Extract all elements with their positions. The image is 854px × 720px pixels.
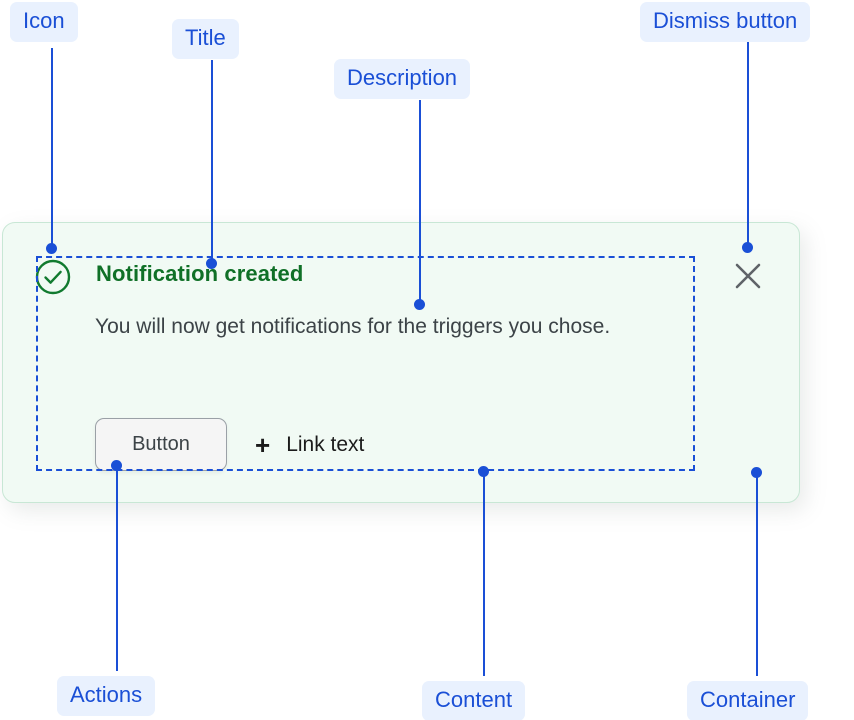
check-circle-icon xyxy=(34,258,72,296)
annotation-label-icon: Icon xyxy=(10,2,78,42)
notification-title: Notification created xyxy=(96,261,304,286)
action-link-label: Link text xyxy=(286,432,365,456)
notification-actions: Button + Link text xyxy=(95,418,364,471)
leader-dot-container xyxy=(751,467,762,478)
leader-dot-title xyxy=(206,258,217,269)
leader-dot-dismiss xyxy=(742,242,753,253)
dismiss-button[interactable] xyxy=(731,259,765,293)
plus-icon: + xyxy=(255,429,271,460)
annotation-label-actions: Actions xyxy=(57,676,156,716)
notification-description: You will now get notifications for the t… xyxy=(95,315,611,338)
leader-line-dismiss xyxy=(747,38,749,250)
leader-dot-icon xyxy=(46,243,57,254)
leader-line-icon xyxy=(51,48,53,250)
leader-dot-description xyxy=(414,299,425,310)
annotation-label-container: Container xyxy=(687,681,809,720)
leader-line-content xyxy=(483,474,485,676)
annotation-label-dismiss: Dismiss button xyxy=(640,2,811,42)
annotation-label-content: Content xyxy=(422,681,526,720)
annotation-label-title: Title xyxy=(172,19,239,59)
leader-line-container xyxy=(756,476,758,676)
leader-dot-actions xyxy=(111,460,122,471)
action-link[interactable]: + Link text xyxy=(255,432,364,458)
leader-line-description xyxy=(419,100,421,304)
annotation-label-description: Description xyxy=(334,59,471,99)
leader-dot-content xyxy=(478,466,489,477)
leader-line-title xyxy=(211,60,213,263)
leader-line-actions xyxy=(116,468,118,671)
